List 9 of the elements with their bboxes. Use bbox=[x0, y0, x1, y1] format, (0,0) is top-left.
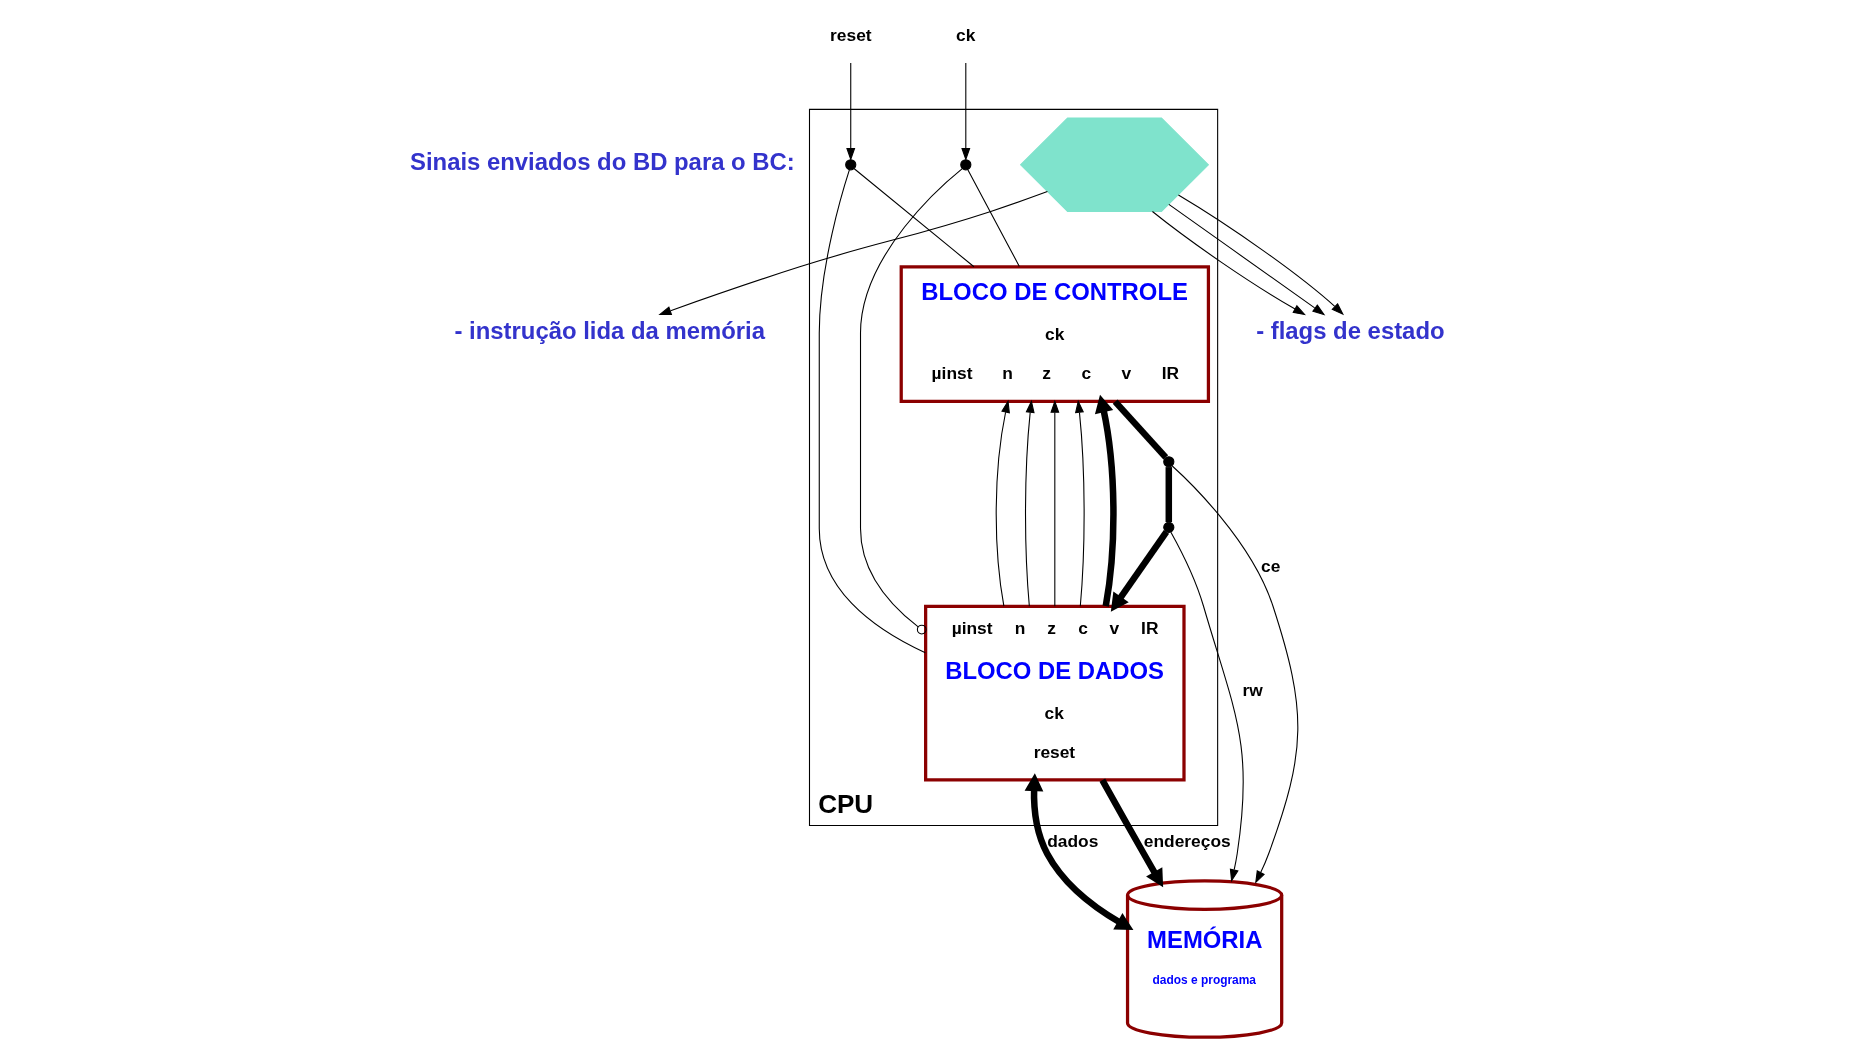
edge-label: endereços bbox=[1143, 831, 1231, 852]
node-text: reset bbox=[830, 24, 872, 45]
node-text: - flags de estado bbox=[1256, 317, 1445, 345]
edge-label: ce bbox=[1261, 556, 1281, 577]
node-text: ck bbox=[956, 24, 976, 45]
edge-label: dados bbox=[1047, 831, 1099, 852]
label: Sinais enviados do BD para o BC: bbox=[410, 147, 795, 175]
edge-label: rw bbox=[1242, 680, 1263, 701]
node-text: - instrução lida da memória bbox=[454, 317, 765, 345]
